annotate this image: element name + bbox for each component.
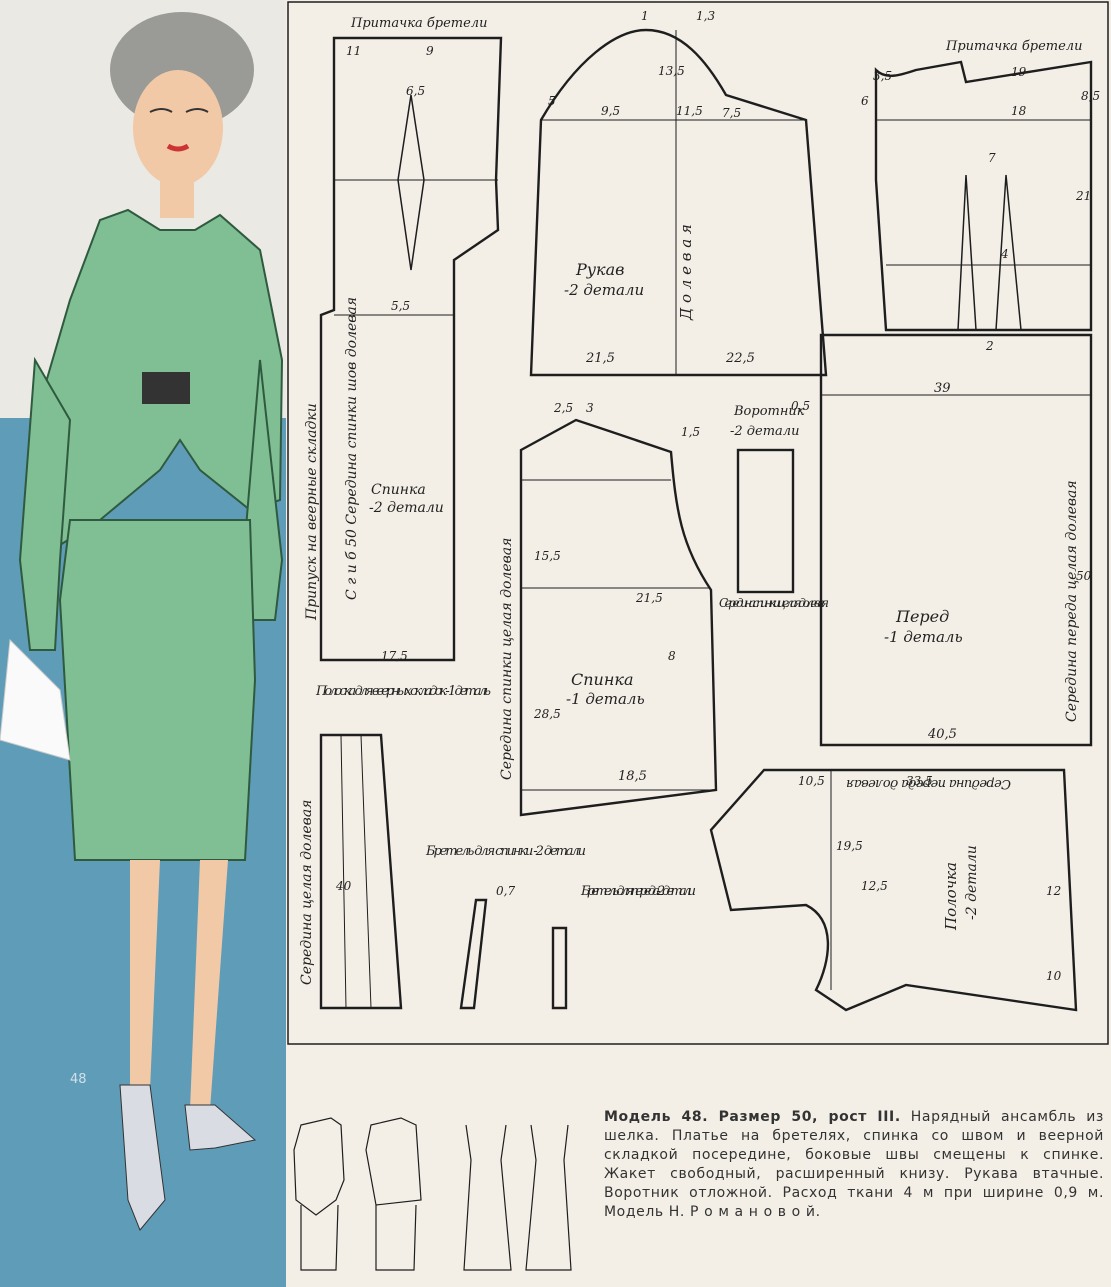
sleeve-piece <box>529 28 828 377</box>
collar-label: Воротник <box>733 404 805 419</box>
model-title: Модель 48. Размер 50, рост III. <box>604 1109 901 1125</box>
back-dress-label: Спинка <box>571 670 633 689</box>
m-4: 4 <box>1000 247 1009 261</box>
m-8-5: 8,5 <box>1081 89 1100 103</box>
m-17-5: 17,5 <box>381 649 408 663</box>
back-jacket-dart-label: Притачка бретели <box>350 16 487 31</box>
shelf-piece <box>709 768 1078 1012</box>
model-description: Модель 48. Размер 50, рост III. Нарядный… <box>604 1108 1104 1222</box>
m-9: 9 <box>426 44 434 58</box>
m-0-7: 0,7 <box>496 884 515 898</box>
m-6-5: 6,5 <box>406 84 425 98</box>
woman-figure-illustration <box>0 12 284 1231</box>
m-2: 2 <box>985 339 994 353</box>
back-jacket-piece <box>319 36 503 662</box>
m-21: 21 <box>1075 189 1091 203</box>
back-jacket-label: Спинка <box>371 482 426 498</box>
back-dress-piece <box>519 418 718 817</box>
m-7: 7 <box>988 151 996 165</box>
shelf-label: Полочка <box>942 862 960 931</box>
m-33-5: 33,5 <box>906 774 933 788</box>
m-3: 3 <box>586 401 594 415</box>
m-12: 12 <box>1046 884 1061 898</box>
m-40-5: 40,5 <box>927 727 957 742</box>
m-8: 8 <box>668 649 676 663</box>
front-dress-piece <box>819 333 1093 747</box>
strap-back-label: Бретель для спинки -2 детали <box>425 844 586 859</box>
pleat-strip-piece <box>319 733 403 1010</box>
m-1: 1 <box>641 9 649 23</box>
face-shape <box>133 70 223 186</box>
m-12-5: 12,5 <box>861 879 888 893</box>
collar-count: -2 детали <box>730 424 799 439</box>
model-thumbnails <box>293 1117 572 1271</box>
front-strap-piece <box>551 926 568 1010</box>
front-label: Перед <box>895 607 949 626</box>
pattern-sheet: Притачка бретели Спинка -2 детали С г и … <box>286 0 1111 1287</box>
m-5-5: 5,5 <box>391 299 410 313</box>
front-upper-piece <box>874 60 1093 332</box>
m-6: 6 <box>861 94 869 108</box>
m-7-5: 7,5 <box>722 106 741 120</box>
m-21-5b: 21,5 <box>635 591 663 605</box>
back-dress-center: Середина спинки целая долевая <box>499 538 515 780</box>
m-19: 19 <box>1011 65 1027 79</box>
front-center: Середина переда целая долевая <box>1064 480 1080 722</box>
m-39: 39 <box>934 381 951 396</box>
strip-center: Середина целая долевая <box>299 800 315 985</box>
m-2-5: 2,5 <box>553 401 573 415</box>
m-11: 11 <box>346 44 361 58</box>
back-jacket-count: -2 детали <box>369 500 444 516</box>
shelf-center: Середина переда долевая <box>846 776 1011 791</box>
strip-title: Полоска для веерных складок - 1 деталь <box>315 684 491 699</box>
shelf-count: -2 детали <box>964 845 980 920</box>
m-3-5: 3,5 <box>873 69 892 83</box>
m-5: 5 <box>548 94 556 108</box>
m-1-3: 1,3 <box>696 9 715 23</box>
m-50: 50 <box>1076 569 1092 583</box>
sleeve-label: Рукав <box>575 260 624 279</box>
collar-note: Середина спин ки целая долевая <box>719 596 829 610</box>
skirt-shape <box>58 519 257 861</box>
m-18-5: 18,5 <box>618 769 647 784</box>
front-count: -1 деталь <box>884 628 963 646</box>
m-28-5: 28,5 <box>533 707 561 721</box>
pleat-allowance: Припуск на веерные складки <box>304 403 320 621</box>
back-strap-piece <box>459 898 488 1010</box>
collar-piece <box>736 448 795 594</box>
front-dart-label: Притачка бретели <box>945 39 1082 54</box>
m-22-5: 22,5 <box>725 351 755 366</box>
m-15-5: 15,5 <box>534 549 561 563</box>
page-number: 48 <box>70 1072 87 1087</box>
m-40: 40 <box>335 879 352 893</box>
m-1-5: 1,5 <box>681 425 700 439</box>
sheet-border <box>287 1 1109 1045</box>
back-dress-count: -1 деталь <box>566 690 645 708</box>
sleeve-grain: Д о л е в а я <box>677 224 695 321</box>
m-9-5: 9,5 <box>601 104 620 118</box>
m-19-5: 19,5 <box>836 839 863 853</box>
strap-front-label: Бретель для переда-2 детали <box>580 884 696 899</box>
m-21-5: 21,5 <box>585 351 615 366</box>
m-0-5: 0,5 <box>791 399 810 413</box>
m-13-5: 13,5 <box>658 64 685 78</box>
m-10-5: 10,5 <box>798 774 825 788</box>
m-10: 10 <box>1046 969 1062 983</box>
m-18: 18 <box>1011 104 1027 118</box>
back-jacket-fold: С г и б 50 Середина спинки шов долевая <box>344 297 360 600</box>
brooch-shape <box>142 372 190 404</box>
illustration-panel: 48 <box>0 0 286 1287</box>
model-text: Нарядный ансамбль из шелка. Платье на бр… <box>604 1109 1104 1220</box>
m-11-5: 11,5 <box>676 104 703 118</box>
sleeve-count: -2 детали <box>564 281 644 299</box>
